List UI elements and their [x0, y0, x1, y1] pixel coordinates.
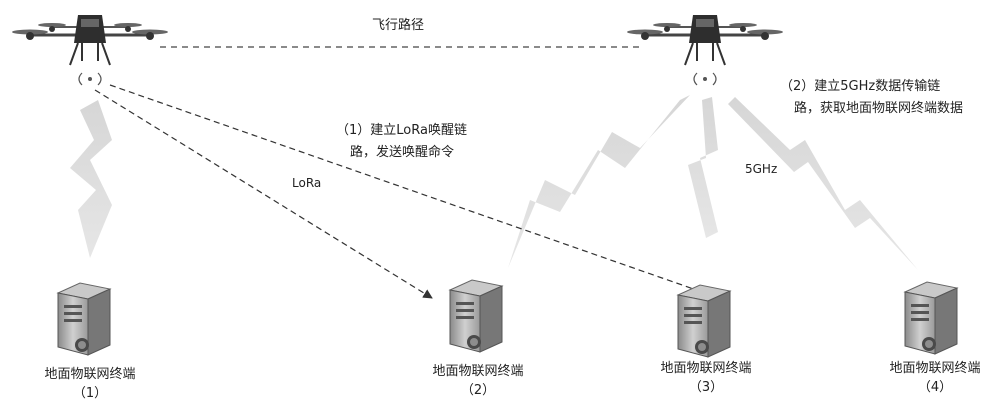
terminal-index: （3）: [688, 380, 724, 395]
terminal-4-label: 地面物联网终端 （4）: [889, 357, 980, 395]
lora-arrow-terminal3: [109, 84, 706, 295]
terminal-name: 地面物联网终端: [889, 361, 981, 376]
bolt-5ghz-terminal2: [508, 95, 690, 268]
server-icon: [677, 284, 731, 358]
server-icon: [904, 281, 958, 355]
terminal-name: 地面物联网终端: [432, 364, 524, 379]
flight-path-label: 飞行路径: [372, 18, 425, 33]
terminal-1-label: 地面物联网终端 （1）: [44, 363, 135, 401]
step2-line1: （2）建立5GHz数据传输链: [780, 79, 941, 94]
terminal-2-label: 地面物联网终端 （2）: [432, 360, 523, 398]
lora-label: LoRa: [292, 176, 322, 190]
step2-annotation: （2）建立5GHz数据传输链 路，获取地面物联网终端数据: [780, 76, 963, 120]
step1-annotation: （1）建立LoRa唤醒链 路，发送唤醒命令: [336, 120, 467, 164]
server-icon: [57, 282, 111, 356]
bolt-5ghz-terminal4: [728, 97, 918, 270]
5ghz-label: 5GHz: [745, 162, 778, 176]
bolt-5ghz-terminal3: [688, 97, 718, 238]
terminal-index: （2）: [460, 383, 496, 398]
step2-line2: 路，获取地面物联网终端数据: [794, 101, 964, 116]
step1-line2: 路，发送唤醒命令: [350, 145, 455, 160]
bolt-drone1-terminal1: [70, 100, 112, 258]
drone-icon: [10, 13, 170, 87]
server-icon: [449, 279, 503, 353]
terminal-index: （1）: [72, 386, 108, 401]
terminal-index: （4）: [917, 380, 953, 395]
terminal-name: 地面物联网终端: [660, 361, 752, 376]
terminal-3-label: 地面物联网终端 （3）: [660, 357, 751, 395]
terminal-name: 地面物联网终端: [44, 367, 136, 382]
step1-line1: （1）建立LoRa唤醒链: [336, 123, 467, 138]
drone-icon: [625, 13, 785, 87]
lora-arrow-terminal2: [94, 89, 433, 299]
